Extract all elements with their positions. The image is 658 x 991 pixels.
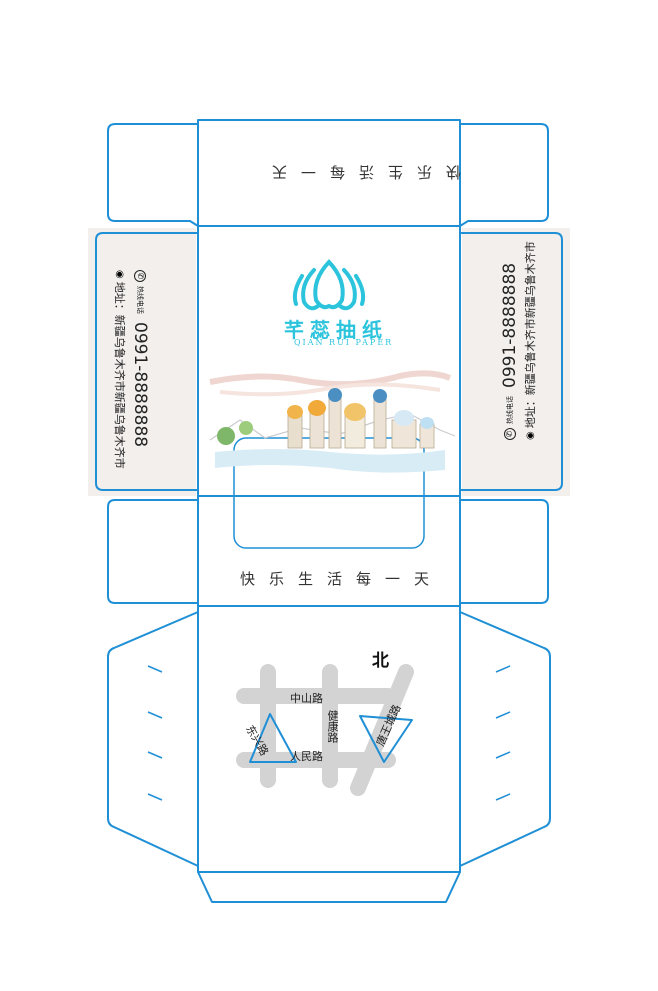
label-jiankang: 健康路 <box>326 710 339 743</box>
road-dongxing <box>260 664 276 788</box>
phone-icon: ✆ <box>134 270 146 282</box>
phone-number-right: 0991-8888888 <box>500 262 520 388</box>
bottom-left-flap <box>107 611 199 867</box>
left-side-panel <box>95 232 198 491</box>
right-slot-marks <box>495 665 511 801</box>
location-pin-icon-right: ◉ <box>524 431 536 440</box>
location-pin-icon: ◉ <box>114 270 126 279</box>
lower-right-flap <box>460 499 549 604</box>
brand-name-en: QIAN RUI PAPER <box>294 338 394 347</box>
right-side-info: ✆ 热线电话 0991-8888888 ◉ 地址：新疆乌鲁木齐市新疆乌鲁木齐市 <box>500 241 538 440</box>
label-renmin: 人民路 <box>290 750 323 763</box>
bottom-tuck-flap <box>197 871 461 903</box>
lower-panel-outline <box>197 495 461 607</box>
location-map <box>236 664 414 796</box>
phone-number: 0991-8888888 <box>130 322 150 448</box>
right-side-panel-bg <box>462 228 570 496</box>
marker-triangle-left <box>249 713 297 763</box>
north-label: 北 <box>372 651 389 671</box>
top-left-flap <box>107 123 199 227</box>
left-slot-marks <box>147 665 163 801</box>
top-right-flap <box>459 123 549 227</box>
road-tangwangcheng <box>350 664 414 796</box>
top-tagline: 快乐生活每一天 <box>258 163 462 181</box>
hotline-label: 热线电话 <box>136 286 144 314</box>
left-side-panel-bg <box>88 228 196 496</box>
label-zhongshan: 中山路 <box>290 692 323 705</box>
bottom-tagline: 快乐生活每一天 <box>240 570 444 588</box>
marker-triangle-right <box>359 715 413 763</box>
hotline-label-right: 热线电话 <box>506 396 514 424</box>
address-text-right: 地址：新疆乌鲁木齐市新疆乌鲁木齐市 <box>524 241 537 429</box>
road-jiankang <box>322 664 338 788</box>
left-side-info: ✆ 热线电话 0991-8888888 ◉ 地址：新疆乌鲁木齐市新疆乌鲁木齐市 <box>112 270 150 469</box>
brand-name-cn: 芊蕊抽纸 <box>284 318 388 342</box>
lower-left-flap <box>107 499 198 604</box>
bottom-right-flap <box>459 611 551 867</box>
address-text: 地址：新疆乌鲁木齐市新疆乌鲁木齐市 <box>113 281 126 469</box>
lotus-logo <box>292 259 366 311</box>
right-side-panel <box>460 232 563 491</box>
city-illustration <box>209 370 456 473</box>
phone-icon-right: ✆ <box>504 428 516 440</box>
